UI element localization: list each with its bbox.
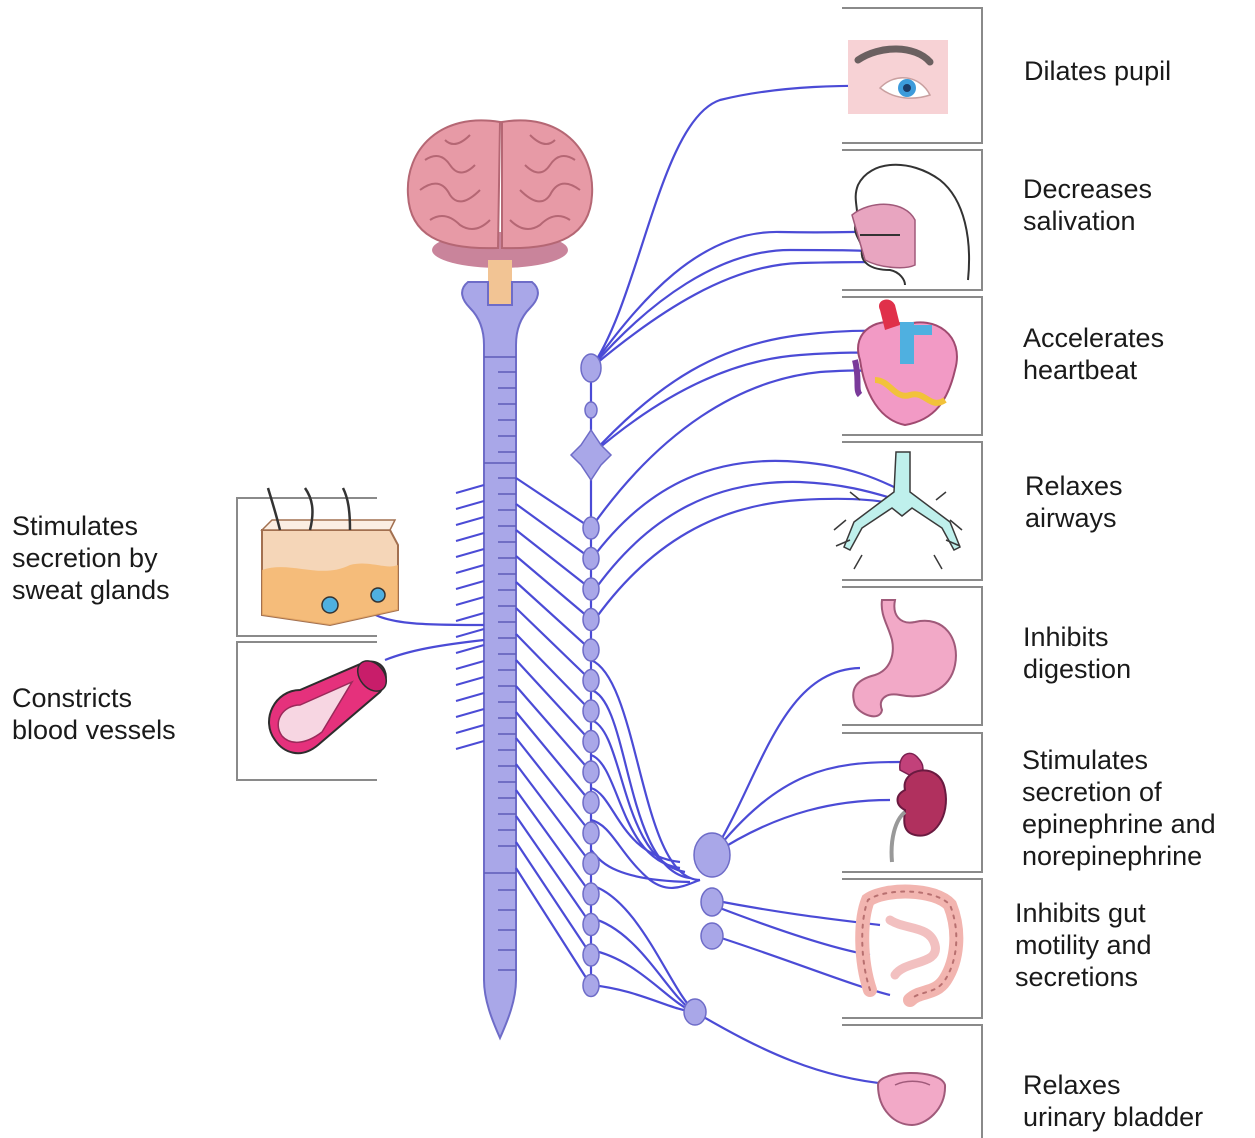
chain-ganglion (583, 548, 599, 570)
preganglionic-fiber (516, 764, 591, 864)
left-nerve-stub (456, 533, 484, 541)
left-nerve-stub (456, 549, 484, 557)
preganglionic-fiber (516, 712, 591, 803)
heart-icon (855, 300, 957, 425)
left-nerve-stub (456, 485, 484, 493)
effect-label-digestion: Inhibits digestion (1023, 621, 1131, 685)
chain-ganglion (583, 639, 599, 661)
effect-label-adrenal: Stimulates secretion of epinephrine and … (1022, 744, 1216, 872)
chain-ganglion (583, 975, 599, 997)
left-nerve-stub (456, 709, 484, 717)
brain-icon (408, 120, 592, 304)
left-nerve-stub (456, 581, 484, 589)
chain-ganglion (583, 670, 599, 692)
chain-ganglion (583, 944, 599, 966)
effect-label-airways: Relaxes airways (1025, 470, 1123, 534)
sympathetic-chain-ganglia (571, 354, 611, 997)
preganglionic-fiber (516, 790, 591, 894)
chain-ganglion (583, 578, 599, 600)
preganglionic-fiber (516, 478, 591, 528)
salivary-gland-icon (852, 165, 969, 285)
preganglionic-fiber (516, 582, 591, 650)
effect-label-gut: Inhibits gut motility and secretions (1015, 897, 1152, 993)
skin-sweat-gland-icon (262, 488, 398, 625)
kidney-adrenal-icon (892, 753, 946, 862)
chain-ganglion (583, 761, 599, 783)
effect-label-bladder: Relaxes urinary bladder (1023, 1069, 1203, 1133)
intestine-icon (862, 892, 956, 1000)
blood-vessel-icon (269, 655, 392, 753)
chain-ganglion (583, 609, 599, 631)
lungs-icon (834, 452, 962, 569)
effect-label-sweat: Stimulates secretion by sweat glands (12, 510, 170, 606)
left-nerve-stub (456, 693, 484, 701)
left-nerve-stub (456, 741, 484, 749)
preganglionic-fiber (516, 868, 591, 986)
eye-icon (848, 40, 948, 114)
spinal-cord (456, 282, 538, 1038)
preganglionic-fiber (516, 504, 591, 559)
nerve-fibers (325, 86, 915, 1085)
chain-ganglion (583, 731, 599, 753)
chain-ganglion (583, 792, 599, 814)
preganglionic-fiber (516, 556, 591, 620)
preganglionic-fiber (516, 530, 591, 589)
left-nerve-stub (456, 597, 484, 605)
chain-ganglion (583, 822, 599, 844)
stomach-icon (853, 600, 956, 716)
left-nerve-stub (456, 565, 484, 573)
effect-label-vessels: Constricts blood vessels (12, 682, 176, 746)
left-nerve-stubs (456, 485, 484, 749)
left-nerve-stub (456, 501, 484, 509)
chain-ganglion (583, 700, 599, 722)
prevertebral-ganglia (684, 833, 730, 1025)
urinary-bladder-icon (878, 1073, 945, 1125)
left-nerve-stub (456, 661, 484, 669)
left-nerve-stub (456, 645, 484, 653)
left-nerve-stub (456, 629, 484, 637)
left-nerve-stub (456, 725, 484, 733)
effect-label-eye: Dilates pupil (1024, 55, 1171, 87)
chain-ganglion (583, 914, 599, 936)
chain-ganglion (583, 883, 599, 905)
effect-label-salivation: Decreases salivation (1023, 173, 1152, 237)
effect-label-heart: Accelerates heartbeat (1023, 322, 1164, 386)
left-nerve-stub (456, 677, 484, 685)
chain-ganglion (583, 517, 599, 539)
left-nerve-stub (456, 517, 484, 525)
chain-ganglion (583, 853, 599, 875)
preganglionic-fiber (516, 738, 591, 833)
left-nerve-stub (456, 613, 484, 621)
preganglionic-fiber (516, 816, 591, 925)
preganglionic-fiber (516, 842, 591, 955)
